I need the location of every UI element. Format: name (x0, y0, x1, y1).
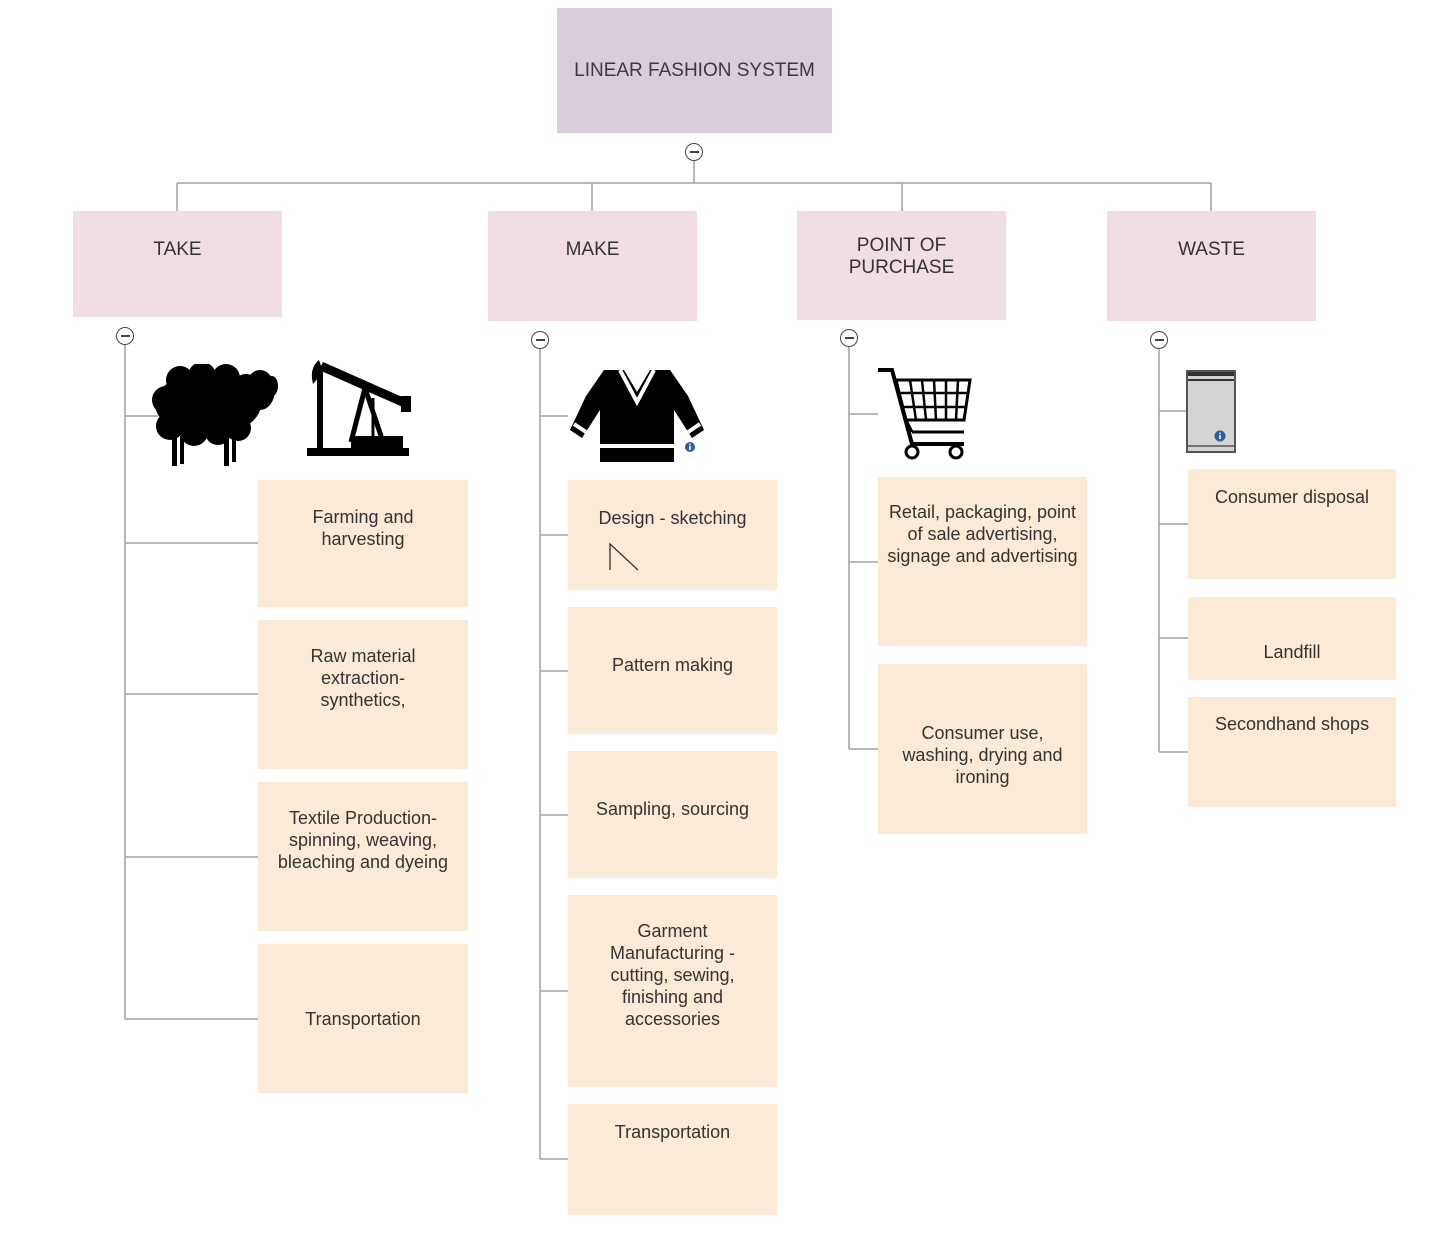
category-make[interactable]: MAKE (488, 211, 697, 321)
sketch-line-icon (609, 542, 639, 571)
waste-item-landfill-label: Landfill (1263, 642, 1321, 662)
category-point-of-purchase[interactable]: POINT OF PURCHASE (797, 211, 1006, 320)
take-item-transportation-label: Transportation (305, 1008, 421, 1029)
category-take[interactable]: TAKE (73, 211, 282, 317)
waste-item-secondhand-shops[interactable]: Secondhand shops (1188, 697, 1396, 807)
category-waste[interactable]: WASTE (1107, 211, 1316, 321)
collapse-make-toggle[interactable] (531, 331, 549, 349)
collapse-take-toggle[interactable] (116, 327, 134, 345)
make-item-sampling-sourcing[interactable]: Sampling, sourcing (568, 751, 777, 878)
root-label: LINEAR FASHION SYSTEM (574, 59, 815, 81)
collapse-root-toggle[interactable] (685, 143, 703, 161)
root-node[interactable]: LINEAR FASHION SYSTEM (557, 8, 832, 133)
collapse-point-of-purchase-toggle[interactable] (840, 329, 858, 347)
take-item-raw-material[interactable]: Raw material extraction-synthetics, (258, 620, 468, 769)
take-item-farming[interactable]: Farming and harvesting (258, 480, 468, 607)
take-item-textile-production[interactable]: Textile Production- spinning, weaving, b… (258, 782, 468, 931)
oil-pump-icon[interactable] (305, 358, 413, 458)
category-waste-label: WASTE (1178, 239, 1245, 260)
take-item-textile-production-label: Textile Production- spinning, weaving, b… (277, 808, 449, 872)
purchase-item-consumer-use[interactable]: Consumer use, washing, drying and ironin… (878, 664, 1087, 834)
take-item-raw-material-label: Raw material extraction-synthetics, (310, 646, 416, 710)
waste-item-consumer-disposal[interactable]: Consumer disposal (1188, 469, 1396, 579)
make-item-design-sketching[interactable]: Design - sketching (568, 480, 777, 590)
take-item-transportation[interactable]: Transportation (258, 944, 468, 1093)
sheep-icon[interactable] (150, 364, 280, 468)
waste-item-secondhand-shops-label: Secondhand shops (1214, 714, 1370, 734)
make-item-transportation-label: Transportation (614, 1122, 731, 1142)
waste-item-landfill[interactable]: Landfill (1188, 597, 1396, 680)
category-point-of-purchase-label: POINT OF PURCHASE (848, 235, 955, 278)
waste-item-consumer-disposal-label: Consumer disposal (1214, 487, 1370, 507)
waste-bin-icon[interactable] (1186, 370, 1236, 453)
take-item-farming-label: Farming and harvesting (312, 507, 414, 549)
collapse-waste-toggle[interactable] (1150, 331, 1168, 349)
category-make-label: MAKE (565, 239, 620, 260)
make-item-transportation[interactable]: Transportation (568, 1104, 777, 1215)
category-take-label: TAKE (153, 239, 202, 260)
garment-icon[interactable] (566, 368, 708, 464)
make-item-sampling-sourcing-label: Sampling, sourcing (595, 799, 750, 819)
make-item-garment-manufacturing[interactable]: Garment Manufacturing - cutting, sewing,… (568, 895, 777, 1087)
shopping-cart-icon[interactable] (876, 366, 974, 462)
make-item-garment-manufacturing-label: Garment Manufacturing - cutting, sewing,… (609, 921, 736, 1029)
make-item-design-sketching-label: Design - sketching (598, 508, 747, 528)
purchase-item-retail-label: Retail, packaging, point of sale adverti… (887, 502, 1078, 566)
make-item-pattern-making[interactable]: Pattern making (568, 607, 777, 734)
purchase-item-consumer-use-label: Consumer use, washing, drying and ironin… (902, 723, 1063, 787)
purchase-item-retail[interactable]: Retail, packaging, point of sale adverti… (878, 477, 1087, 646)
make-item-pattern-making-label: Pattern making (611, 655, 734, 675)
